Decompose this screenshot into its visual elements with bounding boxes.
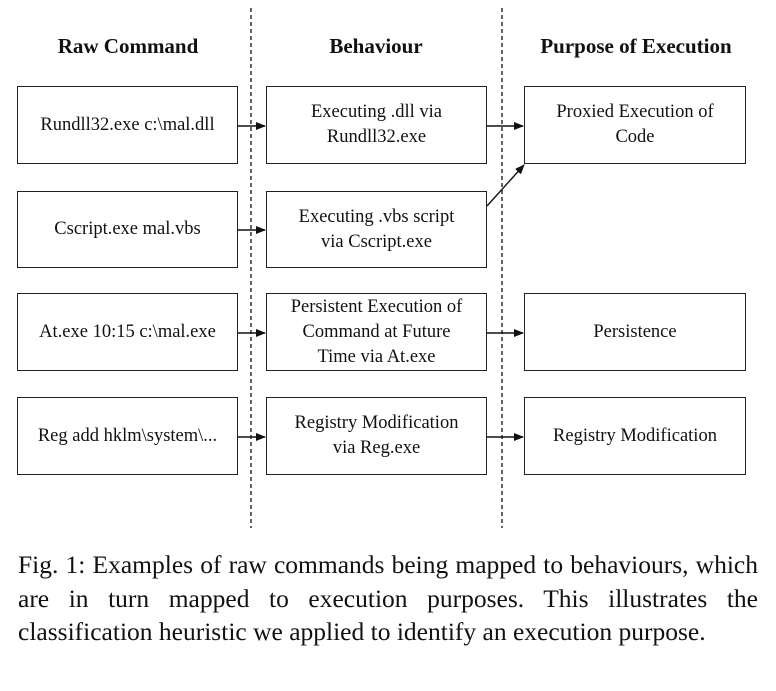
behaviour-box-4: Registry Modification via Reg.exe [266,397,487,475]
figure-caption: Fig. 1: Examples of raw commands being m… [18,550,758,646]
behaviour-line: via Reg.exe [332,438,421,458]
behaviour-line: Registry Modification [294,413,459,433]
behaviour-box-3: Persistent Execution of Command at Futur… [266,293,487,371]
header-raw-command: Raw Command [57,34,199,58]
behaviour-line: Persistent Execution of [290,296,463,317]
behaviour-line: Time via At.exe [317,346,436,367]
raw-command-box-4: Reg add hklm\system\... [17,397,238,475]
purpose-box-1: Proxied Execution of Code [524,86,746,164]
behaviour-box-1: Executing .dll via Rundll32.exe [266,86,487,164]
raw-command-box-1: Rundll32.exe c:\mal.dll [17,86,238,164]
raw-command-text: Rundll32.exe c:\mal.dll [40,114,215,135]
behaviour-line: Executing .vbs script [298,206,455,227]
raw-command-text: Cscript.exe mal.vbs [54,219,201,239]
purpose-line: Registry Modification [553,425,717,446]
purpose-line: Code [615,127,655,147]
raw-command-text: Reg add hklm\system\... [37,425,218,446]
header-purpose: Purpose of Execution [540,34,732,58]
raw-command-text: At.exe 10:15 c:\mal.exe [39,321,216,342]
header-behaviour: Behaviour [329,34,423,58]
arrow-beh2-pur1 [486,164,525,207]
behaviour-box-2: Executing .vbs script via Cscript.exe [266,191,487,268]
raw-command-box-3: At.exe 10:15 c:\mal.exe [17,293,238,371]
purpose-box-2: Persistence [524,293,746,371]
behaviour-line: Executing .dll via [310,102,442,122]
purpose-line: Persistence [593,321,677,342]
behaviour-line: Command at Future [302,321,451,342]
behaviour-line: Rundll32.exe [326,127,427,147]
purpose-line: Proxied Execution of [556,102,714,122]
purpose-box-3: Registry Modification [524,397,746,475]
raw-command-box-2: Cscript.exe mal.vbs [17,191,238,268]
behaviour-line: via Cscript.exe [321,231,432,252]
